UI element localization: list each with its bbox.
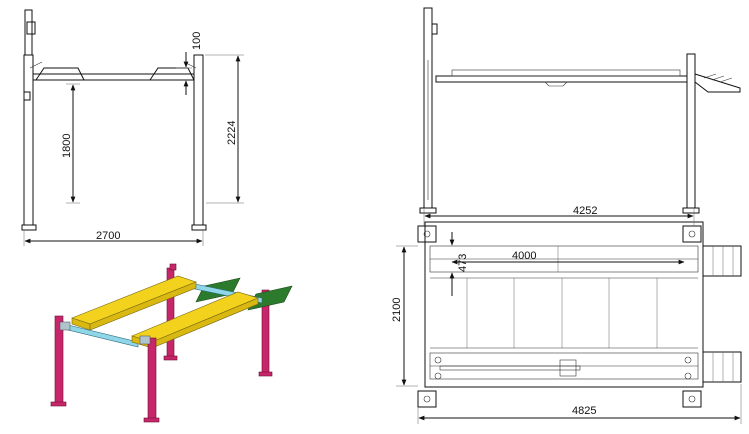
plan-runway-length-label: 4000 (512, 250, 536, 262)
plan-overall-length-dimension: 4825 (417, 384, 742, 424)
isometric-view (50, 263, 293, 423)
plan-view: 4252 4000 473 2100 4825 (391, 205, 742, 424)
front-width-dimension: 2700 (23, 230, 204, 246)
side-left-post (419, 7, 438, 214)
plan-runway-length-dimension: 4000 (451, 250, 685, 265)
plan-width-dimension: 2100 (391, 245, 418, 387)
side-right-post (682, 53, 700, 214)
front-height-label: 2224 (226, 121, 238, 145)
plan-post-spacing-label: 4252 (573, 205, 597, 217)
iso-rear-posts (163, 263, 273, 377)
plan-runway-width-dimension: 473 (449, 232, 469, 296)
side-view (419, 7, 741, 214)
front-top-dimension: 100 (176, 32, 203, 95)
iso-runways (71, 275, 259, 349)
plan-frame (424, 221, 704, 388)
front-height-dimension: 2224 (205, 54, 244, 204)
plan-post-spacing-dimension: 4252 (423, 205, 695, 226)
plan-width-label: 2100 (391, 298, 403, 322)
front-width-label: 2700 (96, 230, 120, 242)
plan-overall-length-label: 4825 (572, 405, 596, 417)
front-lift-label: 1800 (61, 134, 73, 158)
side-runway (435, 69, 688, 87)
front-left-post (21, 9, 37, 231)
front-right-post (191, 54, 207, 231)
plan-ramps (702, 245, 742, 383)
front-top-label: 100 (191, 32, 203, 50)
front-view: 2700 2224 1800 100 (21, 9, 244, 246)
iso-front-posts (50, 315, 160, 423)
plan-post-bases (417, 225, 702, 408)
front-crossbeam (29, 61, 197, 81)
plan-runway-width-label: 473 (457, 254, 469, 272)
front-lift-dimension: 1800 (61, 83, 80, 204)
side-ramp (694, 73, 741, 93)
